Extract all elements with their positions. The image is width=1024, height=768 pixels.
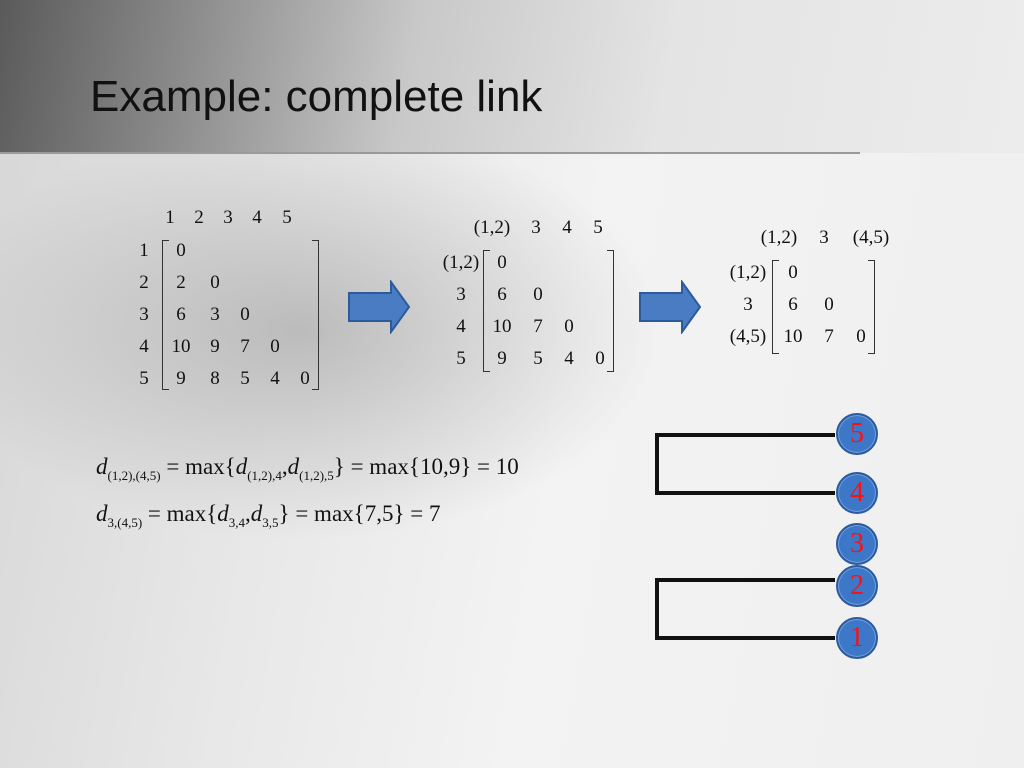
matrix-cell: 0 xyxy=(824,294,834,315)
col-header: 4 xyxy=(562,217,572,238)
formula-text: max{ xyxy=(185,454,236,479)
matrix-cell: 10 xyxy=(492,316,512,337)
dendrogram-leaf-3: 3 xyxy=(836,523,878,565)
right-arrow-icon xyxy=(639,280,702,334)
row-header: 1 xyxy=(139,240,149,261)
matrix-cell: 10 xyxy=(171,336,191,357)
formula-complete-link-2: d3,(4,5) = max{d3,4,d3,5} = max{7,5} = 7 xyxy=(96,501,440,531)
matrix-cell: 6 xyxy=(788,294,798,315)
matrix-cell: 0 xyxy=(270,336,280,357)
matrix-cell: 6 xyxy=(497,284,507,305)
matrix-cell: 7 xyxy=(533,316,543,337)
formula-complete-link-1: d(1,2),(4,5) = max{d(1,2),4,d(1,2),5} = … xyxy=(96,454,519,484)
title-divider xyxy=(0,152,860,154)
col-header: 1 xyxy=(165,207,175,228)
cluster-45-link xyxy=(655,433,835,495)
matrix-cell: 5 xyxy=(533,348,543,369)
row-header: (1,2) xyxy=(729,262,767,283)
formula-subscript: (1,2),5 xyxy=(299,468,334,483)
formula-subscript: 3,4 xyxy=(228,515,246,530)
matrix-cell: 0 xyxy=(210,272,220,293)
col-header: (4,5) xyxy=(852,227,890,248)
row-header: 4 xyxy=(456,316,466,337)
matrix-cell: 9 xyxy=(210,336,220,357)
col-header: 5 xyxy=(593,217,603,238)
col-header: 2 xyxy=(194,207,204,228)
matrix-cell: 0 xyxy=(176,240,186,261)
matrix-cell: 0 xyxy=(240,304,250,325)
matrix-cell: 9 xyxy=(176,368,186,389)
matrix-cell: 7 xyxy=(240,336,250,357)
col-header: 5 xyxy=(282,207,292,228)
right-bracket xyxy=(607,250,614,372)
row-header: (1,2) xyxy=(442,252,480,273)
left-bracket xyxy=(162,240,169,390)
col-header: 3 xyxy=(223,207,233,228)
dendrogram-leaf-1: 1 xyxy=(836,617,878,659)
left-bracket xyxy=(772,260,779,354)
row-header: 5 xyxy=(456,348,466,369)
row-header: (4,5) xyxy=(729,326,767,347)
dendrogram-leaf-5: 5 xyxy=(836,413,878,455)
matrix-cell: 8 xyxy=(210,368,220,389)
matrix-cell: 0 xyxy=(533,284,543,305)
cluster-12-link xyxy=(655,578,835,640)
matrix-cell: 2 xyxy=(176,272,186,293)
formula-text: , xyxy=(281,454,288,479)
formula-text: , xyxy=(245,501,251,526)
matrix-cell: 4 xyxy=(564,348,574,369)
right-arrow-icon xyxy=(348,280,411,334)
matrix-cell: 0 xyxy=(788,262,798,283)
formula-symbol: d xyxy=(217,501,229,526)
matrix-cell: 0 xyxy=(300,368,310,389)
matrix-cell: 10 xyxy=(783,326,803,347)
matrix-cell: 3 xyxy=(210,304,220,325)
row-header: 3 xyxy=(456,284,466,305)
formula-subscript: 3,5 xyxy=(262,515,279,530)
row-header: 5 xyxy=(139,368,149,389)
dendrogram-leaf-4: 4 xyxy=(836,472,878,514)
right-bracket xyxy=(312,240,319,390)
row-header: 3 xyxy=(139,304,149,325)
matrix-cell: 0 xyxy=(564,316,574,337)
col-header: 4 xyxy=(252,207,262,228)
slide-title: Example: complete link xyxy=(90,72,543,121)
formula-subscript: 3,(4,5) xyxy=(107,515,143,530)
formula-symbol: d xyxy=(96,501,108,526)
matrix-cell: 9 xyxy=(497,348,507,369)
formula-text: = xyxy=(147,501,161,526)
col-header: 3 xyxy=(531,217,541,238)
matrix-cell: 5 xyxy=(240,368,250,389)
formula-subscript: (1,2),4 xyxy=(247,468,282,483)
row-header: 4 xyxy=(139,336,149,357)
formula-symbol: d xyxy=(96,454,108,479)
row-header: 2 xyxy=(139,272,149,293)
formula-text: } = max{7,5} = 7 xyxy=(278,501,441,526)
matrix-cell: 0 xyxy=(595,348,605,369)
title-band xyxy=(0,0,1024,153)
left-bracket xyxy=(483,250,490,372)
matrix-cell: 4 xyxy=(270,368,280,389)
right-bracket xyxy=(868,260,875,354)
matrix-cell: 0 xyxy=(497,252,507,273)
col-header: (1,2) xyxy=(760,227,798,248)
formula-subscript: (1,2),(4,5) xyxy=(107,468,161,483)
dendrogram-leaf-2: 2 xyxy=(836,565,878,607)
formula-symbol: d xyxy=(235,454,248,479)
col-header: 3 xyxy=(819,227,829,248)
matrix-cell: 0 xyxy=(856,326,866,347)
formula-symbol: d xyxy=(287,454,300,479)
matrix-cell: 6 xyxy=(176,304,186,325)
formula-symbol: d xyxy=(250,501,263,526)
row-header: 3 xyxy=(743,294,753,315)
matrix-cell: 7 xyxy=(824,326,834,347)
formula-text: = xyxy=(166,454,180,479)
col-header: (1,2) xyxy=(473,217,511,238)
formula-text: } = max{10,9} = 10 xyxy=(333,454,519,479)
formula-text: max{ xyxy=(166,501,218,526)
